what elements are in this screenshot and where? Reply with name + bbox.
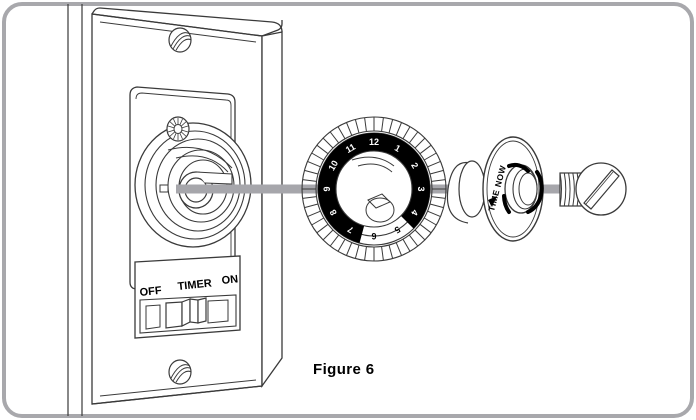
dial-hour-number: 10 xyxy=(326,159,340,173)
dial-tick xyxy=(388,119,394,134)
dial-tick xyxy=(402,126,411,140)
dial-tick xyxy=(431,179,446,182)
dial-hour-number: 6 xyxy=(371,231,376,241)
switch-label-off: OFF xyxy=(139,285,162,299)
dial-tick xyxy=(354,244,360,259)
dial-tick xyxy=(427,210,441,218)
dial-tick xyxy=(364,117,367,132)
dial-tick xyxy=(304,203,319,209)
dial-tick xyxy=(388,244,394,259)
dial-tick xyxy=(302,196,317,199)
dial-tick xyxy=(329,131,340,144)
dial-tick xyxy=(431,196,446,199)
dial-hour-number: 7 xyxy=(346,224,355,235)
switch-label-on: ON xyxy=(221,273,239,287)
dial-tick xyxy=(302,179,317,182)
dial-tick xyxy=(311,217,325,226)
dial-hour-number: 12 xyxy=(369,137,379,147)
dial-hour-number: 4 xyxy=(409,208,420,217)
dial-tick xyxy=(304,169,319,175)
dial-tick xyxy=(307,210,321,218)
dial-tick xyxy=(419,223,432,234)
dial-hour-number: 9 xyxy=(322,186,332,191)
dial-tick xyxy=(307,160,321,168)
dial-tick xyxy=(381,246,384,261)
dial-tick xyxy=(414,229,426,241)
dial-tick xyxy=(427,160,441,168)
switch-actuator[interactable] xyxy=(165,297,207,329)
dial-tick xyxy=(322,229,334,241)
dial-tick xyxy=(337,238,346,252)
dial-tick xyxy=(395,242,403,256)
dial-hour-numbers: 12 12 3 45 6 78 9 10 11 xyxy=(322,137,426,241)
dial-hour-number: 1 xyxy=(393,143,402,154)
dial-tick xyxy=(322,137,334,149)
dial-tick xyxy=(423,217,437,226)
dial-tick xyxy=(381,117,384,132)
timer-dial-ring[interactable]: 12 12 3 45 6 78 9 10 11 xyxy=(301,116,447,262)
dial-hour-number: 8 xyxy=(328,208,339,217)
time-now-knob[interactable]: TIME NOW xyxy=(446,136,544,242)
dial-hour-number: 2 xyxy=(409,161,420,170)
dial-tick xyxy=(316,223,329,234)
dial-tick xyxy=(423,152,437,161)
dial-hour-number: 11 xyxy=(344,142,357,155)
dial-tick xyxy=(414,137,426,149)
screw-thread xyxy=(572,172,575,207)
dial-tick xyxy=(419,144,432,155)
wall-edge-lines xyxy=(67,4,83,416)
dial-black-segment xyxy=(318,133,431,244)
top-mounting-screw xyxy=(168,27,192,53)
dial-tick xyxy=(316,144,329,155)
dial-tick xyxy=(345,242,353,256)
dial-tick xyxy=(408,234,419,247)
slide-switch[interactable] xyxy=(134,255,241,339)
dial-tick xyxy=(345,122,353,136)
switch-label-timer: TIMER xyxy=(177,277,212,293)
screw-thread xyxy=(559,172,562,207)
screw-thread xyxy=(568,172,571,207)
dial-tick xyxy=(354,119,360,134)
bottom-mounting-screw xyxy=(168,359,192,385)
dial-tick xyxy=(429,169,444,175)
dial-tick xyxy=(408,131,419,144)
screw-thread xyxy=(563,172,567,207)
dial-tick-marks xyxy=(302,117,446,261)
dial-hour-number: 3 xyxy=(416,186,426,191)
dial-tick xyxy=(311,152,325,161)
dial-hour-number: 5 xyxy=(393,224,402,235)
dial-tick xyxy=(364,246,367,261)
dial-tick xyxy=(429,203,444,209)
knurled-wheel xyxy=(166,116,190,142)
dial-tick xyxy=(337,126,346,140)
figure-caption: Figure 6 xyxy=(313,361,375,378)
dial-tick xyxy=(395,122,403,136)
dial-tick xyxy=(329,234,340,247)
dial-tick xyxy=(402,238,411,252)
pointer-triangle-icon xyxy=(488,196,497,207)
mounting-screw xyxy=(559,162,627,216)
